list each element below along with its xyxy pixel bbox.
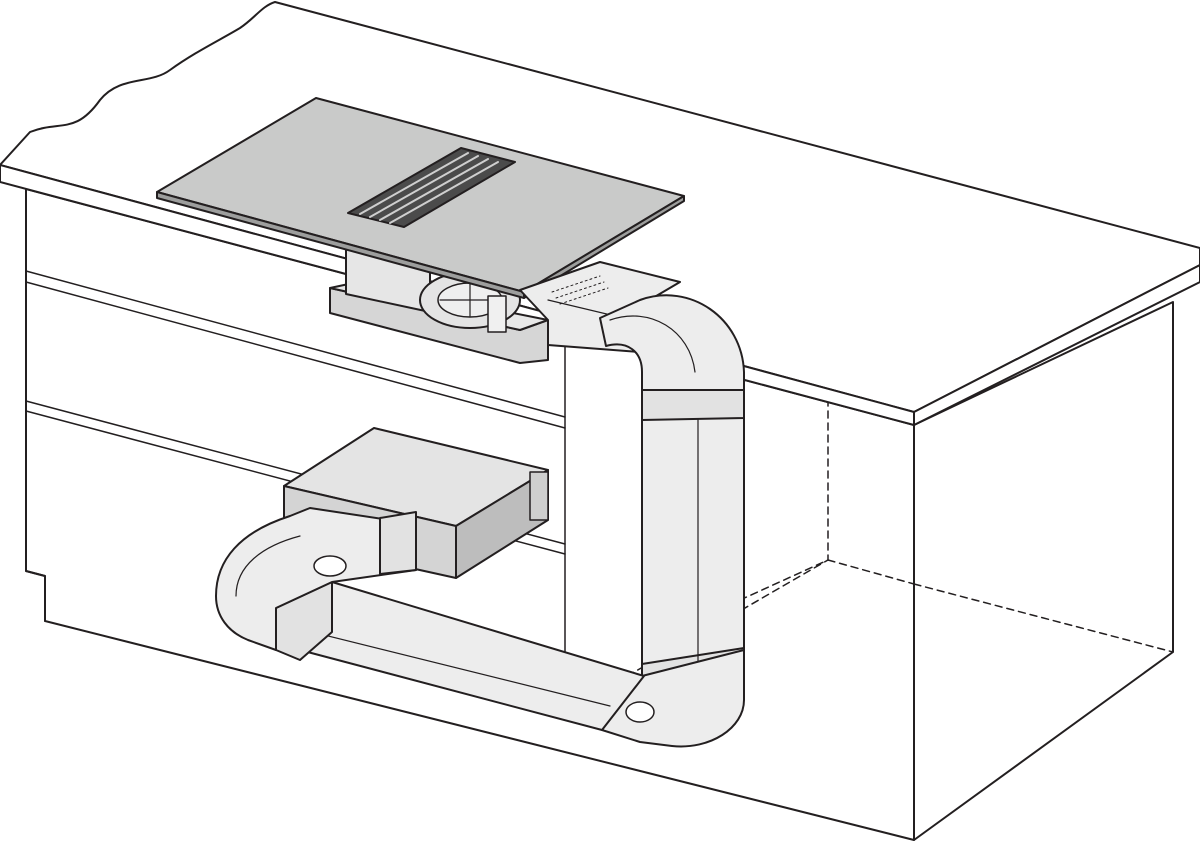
- drawer-divider-upper: [25, 270, 566, 418]
- duct-bend-left: [215, 507, 417, 651]
- worktop-side-edge: [913, 264, 1200, 426]
- fan-motor-unit: [329, 243, 549, 364]
- duct-connector-perforation: [551, 275, 609, 305]
- drawer-divider-upper-lower-edge: [25, 281, 566, 429]
- duct-left-collar: [379, 511, 417, 575]
- duct-vertical-collar-top: [641, 389, 745, 421]
- flat-ducting: [215, 261, 745, 748]
- downdraft-extractor-vent: [347, 147, 516, 228]
- cabinet-plinth: [25, 570, 46, 622]
- cooktop-side-edge: [523, 195, 685, 299]
- duct-bend-top: [599, 294, 745, 393]
- duct-vertical: [641, 391, 745, 677]
